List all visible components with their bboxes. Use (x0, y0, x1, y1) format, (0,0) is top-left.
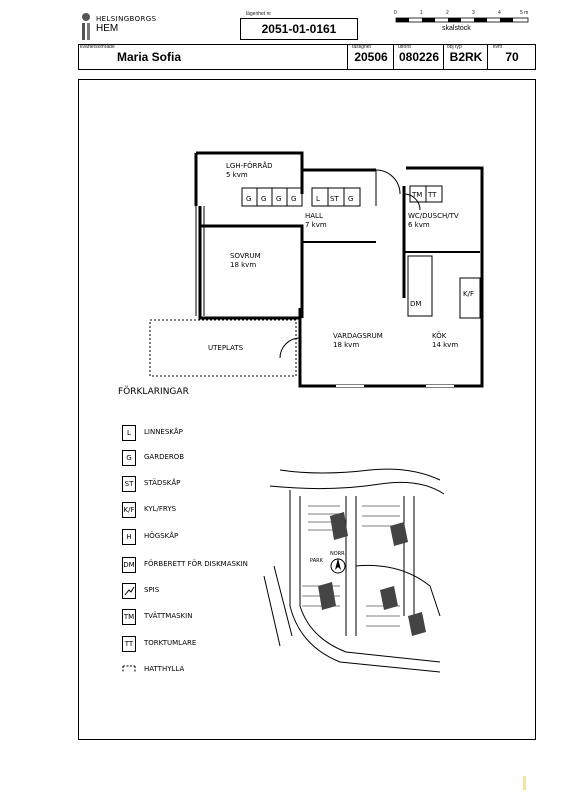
map-north-label: NORR (330, 551, 345, 557)
legend-symbol-st: ST (122, 476, 136, 492)
legend-label-hat-shelf: HATTHYLLA (144, 665, 185, 673)
room-bedroom: SOVRUM 18 kvm (230, 252, 261, 270)
info-header-bar: Maria Sofia 20506 080226 B2RK 70 (78, 44, 536, 70)
room-hall-name: HALL (305, 212, 323, 220)
room-living-size: 18 kvm (333, 341, 360, 349)
scale-tick-5: 5 m (520, 10, 529, 16)
room-terrace: UTEPLATS (208, 344, 243, 353)
legend-symbol-l: L (122, 425, 136, 441)
room-bathroom: WC/DUSCH/TV 6 kvm (408, 212, 459, 230)
scale-tick-1: 1 (420, 10, 423, 16)
scale-tick-3: 3 (472, 10, 475, 16)
legend-label-washer: TVÄTTMASKIN (144, 612, 193, 620)
fixture-kf: K/F (463, 290, 474, 298)
room-bedroom-size: 18 kvm (230, 261, 257, 269)
fixture-g-5: G (348, 195, 354, 203)
legend-symbol-g: G (122, 450, 136, 466)
room-terrace-name: UTEPLATS (208, 344, 244, 352)
legend-label-fridge: KYL/FRYS (144, 505, 177, 513)
stove-icon (122, 583, 136, 599)
apartment-number: 2051-01-0161 (240, 18, 358, 40)
scale-label: skalstock (442, 25, 471, 32)
legend-title: FÖRKLARINGAR (118, 387, 189, 397)
room-bathroom-size: 6 kvm (408, 221, 430, 229)
legend-label-dishwasher: FÖRBERETT FÖR DISKMASKIN (144, 560, 248, 568)
room-kitchen-name: KÖK (432, 332, 447, 340)
legend-label-tall-cabinet: HÖGSKÅP (144, 532, 179, 540)
extra-value: 080226 (393, 45, 444, 69)
fixture-tm: TM (412, 191, 423, 199)
fixture-g-3: G (276, 195, 282, 203)
apartment-no-label: lägenhet nr (246, 11, 272, 17)
room-kitchen-size: 14 kvm (432, 341, 459, 349)
scale-tick-0: 0 (394, 10, 397, 16)
scale-bar: 0 1 2 3 4 5 m skalstock (394, 10, 532, 38)
fixture-g-1: G (246, 195, 252, 203)
fixture-tt: TT (428, 191, 437, 199)
room-living: VARDAGSRUM 18 kvm (333, 332, 383, 350)
room-living-name: VARDAGSRUM (333, 332, 383, 340)
legend-label-wardrobe: GARDEROB (144, 453, 185, 461)
area-label: kvartersområde (80, 44, 115, 50)
type-value: B2RK (443, 45, 488, 69)
area-value: Maria Sofia (117, 50, 182, 64)
room-hall-size: 7 kvm (305, 221, 327, 229)
property-value: 20506 (347, 45, 394, 69)
sqm-value: 70 (487, 45, 536, 69)
fixture-st: ST (330, 195, 339, 203)
room-storage-size: 5 kvm (226, 171, 248, 179)
legend-symbol-dm: DM (122, 557, 136, 573)
fixture-g-2: G (261, 195, 267, 203)
site-map: PARK NORR (263, 468, 445, 673)
room-storage: LGH-FÖRRÅD 5 kvm (226, 162, 273, 180)
type-label: obj typ (447, 44, 462, 50)
legend-symbol-h: H (122, 529, 136, 545)
scale-tick-4: 4 (498, 10, 501, 16)
sqm-label: kvm (493, 44, 503, 50)
legend-symbol-kf: K/F (122, 502, 136, 518)
map-park-label: PARK (310, 558, 324, 564)
legend-label-stove: SPIS (144, 586, 160, 594)
floor-plan (149, 151, 484, 388)
extra-label: utförd (398, 44, 411, 50)
logo-brand-text: HELSINGBORGS (96, 15, 157, 23)
legend-label-linen: LINNESKÅP (144, 428, 183, 436)
room-kitchen: KÖK 14 kvm (432, 332, 458, 350)
legend-label-dryer: TORKTUMLARE (144, 639, 197, 647)
scale-tick-2: 2 (446, 10, 449, 16)
corner-highlight (523, 776, 526, 790)
scale-bar-graphic (395, 17, 529, 23)
plan-frame (78, 79, 536, 740)
room-bedroom-name: SOVRUM (230, 252, 261, 260)
room-storage-name: LGH-FÖRRÅD (226, 162, 273, 170)
fixture-l: L (316, 195, 320, 203)
legend-symbol-tm: TM (122, 609, 136, 625)
legend-symbol-tt: TT (122, 636, 136, 652)
fixture-dm: DM (410, 300, 422, 308)
room-bathroom-name: WC/DUSCH/TV (408, 212, 459, 220)
room-hall: HALL 7 kvm (305, 212, 327, 230)
fixture-g-4: G (291, 195, 297, 203)
legend-label-cleaning: STÄDSKÅP (144, 479, 181, 487)
hat-shelf-icon (122, 662, 136, 676)
helsingborgshem-logo: HELSINGBORGS HEM (80, 10, 170, 44)
property-label: fastighet (352, 44, 371, 50)
logo-name-text: HEM (96, 23, 119, 34)
logo-mark-icon (82, 13, 90, 40)
